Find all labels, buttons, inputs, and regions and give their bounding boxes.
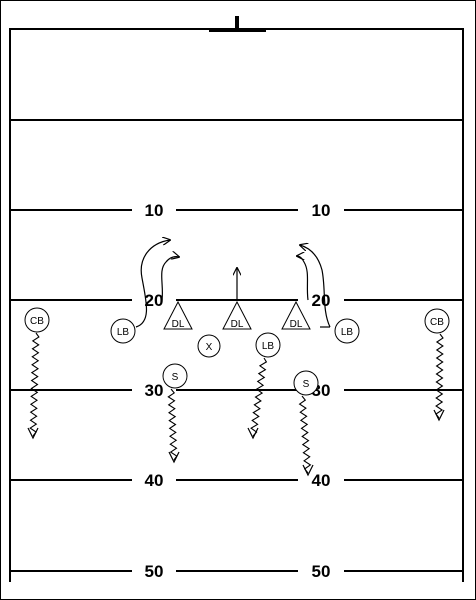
yard-number-10-left: 10 [145, 201, 164, 220]
s-right-marker [293, 370, 319, 396]
s-right-label: S [303, 379, 310, 390]
lb-left-label: LB [117, 327, 130, 338]
s-left-drop-path [167, 388, 178, 461]
dl-center-marker [222, 300, 252, 330]
yard-number-50-left: 50 [145, 562, 164, 581]
dl-right-rush-path [297, 256, 309, 301]
cb-left-marker [24, 307, 50, 333]
lb-left-rush-path [135, 240, 170, 328]
lb-right-label: LB [341, 327, 354, 338]
dl-left-marker [163, 300, 193, 330]
s-left-label: S [172, 372, 179, 383]
s-left-arrowhead [168, 451, 180, 464]
dl-center-label: DL [231, 319, 244, 330]
lb-middle-drop-path [250, 357, 268, 437]
yard-number-10-right: 10 [312, 201, 331, 220]
lb-left-marker [110, 318, 136, 344]
yard-number-20-right: 20 [312, 291, 331, 310]
goal-post-upright [235, 16, 239, 29]
s-right-drop-path [298, 395, 312, 474]
lb-middle-arrowhead [247, 427, 259, 440]
dl-right-marker [281, 300, 311, 330]
cb-left-drop-path [29, 332, 40, 437]
x-label: X [206, 342, 213, 353]
cb-right-marker [424, 308, 450, 334]
yard-number-30-left: 30 [145, 381, 164, 400]
lb-middle-label: LB [262, 341, 275, 352]
cb-left-arrowhead [27, 427, 39, 440]
yard-number-20-left: 20 [145, 291, 164, 310]
dl-right-label: DL [290, 319, 303, 330]
cb-right-arrowhead [433, 409, 445, 422]
yard-number-40-left: 40 [145, 471, 164, 490]
x-marker [197, 334, 221, 358]
dl-left-label: DL [172, 319, 185, 330]
cb-right-drop-path [435, 333, 444, 419]
s-right-arrowhead [302, 464, 314, 477]
lb-right-marker [334, 318, 360, 344]
lb-middle-marker [255, 332, 281, 358]
s-left-marker [162, 363, 188, 389]
yard-number-40-right: 40 [312, 471, 331, 490]
dl-left-rush-path [161, 257, 179, 301]
lb-right-rush-path [300, 245, 331, 328]
yard-number-50-right: 50 [312, 562, 331, 581]
cb-right-label: CB [430, 317, 444, 328]
goal-post-crossbar [209, 28, 266, 32]
cb-left-label: CB [30, 316, 44, 327]
